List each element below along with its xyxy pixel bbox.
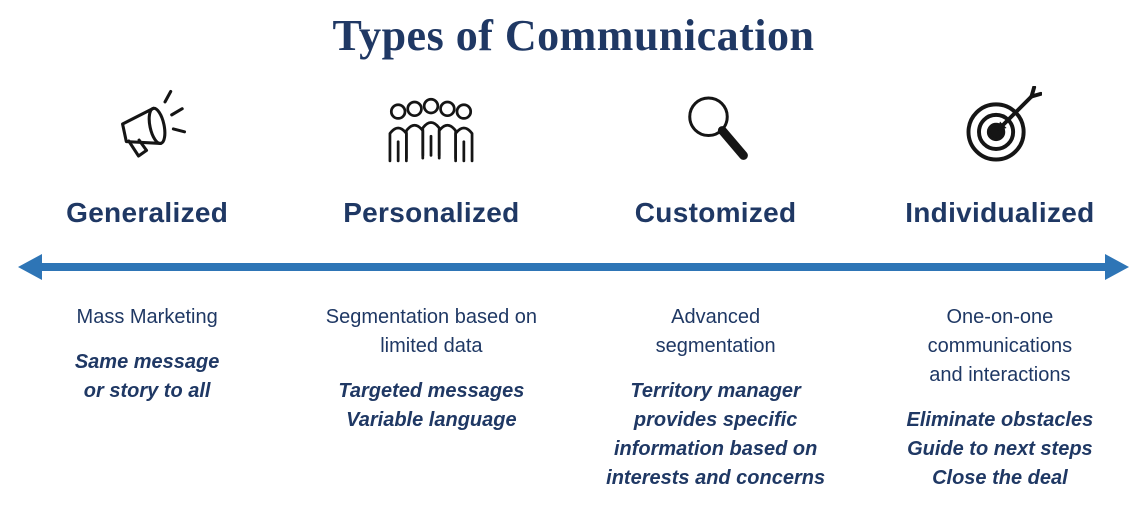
page-title: Types of Communication (332, 11, 815, 60)
column-detail: Territory manager provides specific info… (606, 380, 826, 489)
column-heading: Personalized (343, 197, 520, 228)
column-summary: Advanced segmentation (655, 306, 776, 357)
column-heading: Generalized (66, 197, 229, 228)
description-row: Mass Marketing Same message or story to … (0, 303, 1147, 493)
column-summary: Mass Marketing (76, 306, 218, 328)
diagram-column-individualized: Individualized (867, 61, 1133, 229)
column-detail: Targeted messages Variable language (338, 380, 525, 431)
spectrum-arrow (18, 253, 1129, 281)
arrow-bar (40, 263, 1107, 271)
arrow-right-head (1105, 254, 1129, 280)
column-detail: Same message or story to all (74, 351, 220, 402)
people-group-icon (379, 88, 483, 168)
description-personalized: Segmentation based on limited data Targe… (298, 303, 564, 493)
column-summary: One-on-one communications and interactio… (927, 306, 1073, 386)
column-heading: Customized (634, 197, 797, 228)
diagram-column-customized: Customized (583, 61, 849, 229)
description-customized: Advanced segmentation Territory manager … (583, 303, 849, 493)
icon-heading-row: Generalized (0, 61, 1147, 229)
column-heading: Individualized (905, 197, 1095, 228)
arrow-left-head (18, 254, 42, 280)
column-detail: Eliminate obstacles Guide to next steps … (906, 409, 1094, 489)
target-icon (958, 86, 1042, 170)
column-summary: Segmentation based on limited data (325, 306, 538, 357)
description-generalized: Mass Marketing Same message or story to … (14, 303, 280, 493)
diagram-column-personalized: Personalized (298, 61, 564, 229)
diagram-column-generalized: Generalized (14, 61, 280, 229)
megaphone-icon (106, 87, 188, 169)
description-individualized: One-on-one communications and interactio… (867, 303, 1133, 493)
magnifying-glass-icon (676, 88, 756, 168)
